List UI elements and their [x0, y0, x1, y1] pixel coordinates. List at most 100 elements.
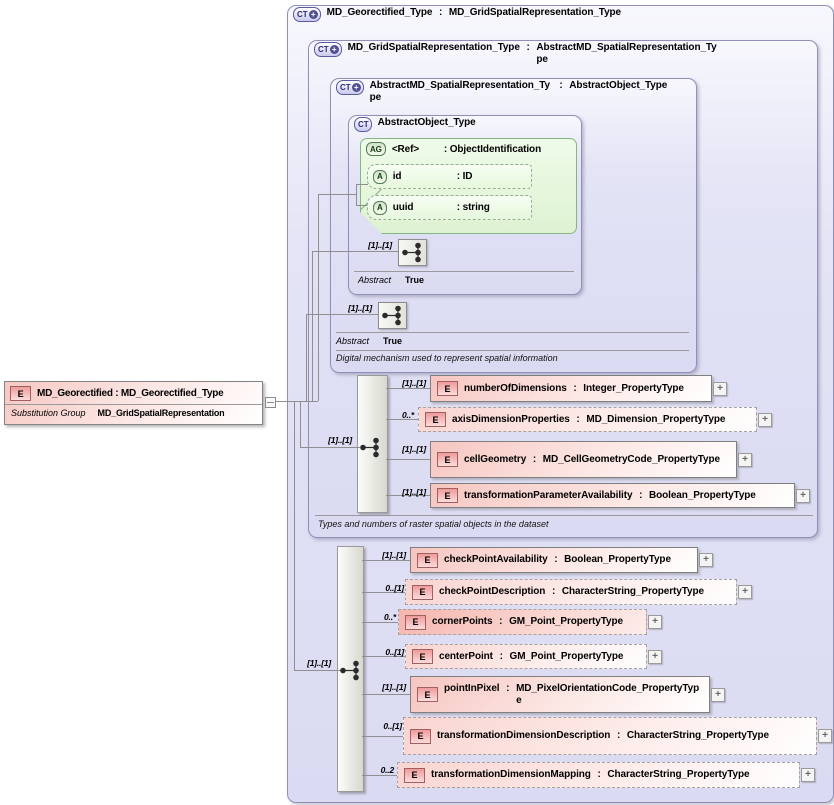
expand-button[interactable]: +: [818, 729, 832, 743]
sequence-icon[interactable]: [359, 436, 384, 464]
occurrence-label: 0..*: [402, 410, 414, 420]
header-abstractobject-type[interactable]: CT AbstractObject_Type: [354, 117, 476, 132]
expand-button[interactable]: +: [796, 488, 810, 503]
attribute-group-icon: AG: [366, 142, 386, 156]
element-icon: E: [437, 488, 458, 503]
connector-line: [318, 194, 356, 195]
occurrence-label: 0..[1]: [385, 647, 404, 657]
expand-button[interactable]: +: [738, 585, 752, 599]
attribute-group-type: : ObjectIdentification: [443, 143, 542, 155]
expand-button[interactable]: +: [699, 553, 713, 567]
sequence-icon[interactable]: [398, 239, 427, 266]
connector-line: [300, 401, 301, 447]
header-md-georectified-type[interactable]: CT+ MD_Georectified_Type : MD_GridSpatia…: [293, 7, 621, 22]
expand-button[interactable]: +: [648, 649, 662, 664]
element-title: MD_Georectified : MD_Georectified_Type: [37, 388, 224, 399]
element-type: MD_CellGeometryCode_PropertyType: [542, 453, 720, 465]
element-type: Integer_PropertyType: [583, 382, 684, 394]
element-icon: E: [417, 687, 438, 702]
element-type: MD_PixelOrientationCode_PropertyType: [516, 682, 700, 706]
element-type: GM_Point_PropertyType: [509, 616, 623, 627]
expand-button[interactable]: +: [758, 412, 772, 427]
element-numberOfDimensions[interactable]: E numberOfDimensions : Integer_PropertyT…: [430, 375, 727, 402]
element-name: checkPointAvailability: [444, 554, 548, 565]
connector-line: [306, 314, 378, 315]
header-md-gridspatialrepresentation-type[interactable]: CT+ MD_GridSpatialRepresentation_Type : …: [314, 42, 719, 66]
element-type: Boolean_PropertyType: [564, 554, 671, 565]
header-abstractmd-spatialrepresentation-type[interactable]: CT+ AbstractMD_SpatialRepresentation_Typ…: [336, 80, 667, 104]
element-icon: E: [417, 552, 438, 568]
element-pointInPixel[interactable]: E pointInPixel : MD_PixelOrientationCode…: [410, 676, 725, 713]
element-type: CharacterString_PropertyType: [561, 586, 704, 597]
occurrence-label: [1]..[1]: [382, 550, 406, 560]
occurrence-label: [1]..[1]: [402, 487, 426, 497]
element-icon: E: [410, 728, 431, 744]
sequence-icon[interactable]: [339, 659, 364, 687]
attribute-icon: A: [373, 200, 387, 215]
element-icon: E: [425, 412, 446, 427]
connector-line: [294, 670, 341, 671]
annotation-text: Digital mechanism used to represent spat…: [336, 353, 558, 363]
element-type: Boolean_PropertyType: [649, 489, 756, 501]
element-md-georectified[interactable]: E MD_Georectified : MD_Georectified_Type…: [4, 381, 263, 425]
attribute-group-header[interactable]: AG <Ref> : ObjectIdentification: [366, 142, 541, 156]
base-type-name: AbstractMD_SpatialRepresentation_Type: [536, 42, 717, 65]
element-icon: E: [10, 386, 31, 401]
complextype-icon: CT: [354, 117, 372, 132]
element-transformationDimensionMapping[interactable]: E transformationDimensionMapping : Chara…: [397, 762, 815, 788]
element-type: CharacterString_PropertyType: [626, 730, 769, 741]
sequence-icon[interactable]: [378, 302, 407, 329]
connector-line: [362, 694, 410, 695]
attribute-icon: A: [373, 169, 387, 184]
attribute-name: id: [392, 171, 402, 182]
attribute-name: uuid: [392, 202, 414, 213]
occurrence-label: [1]..[1]: [328, 435, 352, 445]
expand-button[interactable]: +: [648, 615, 662, 629]
element-cellGeometry[interactable]: E cellGeometry : MD_CellGeometryCode_Pro…: [430, 441, 752, 478]
connector-line: [362, 736, 403, 737]
element-name: centerPoint: [439, 650, 493, 662]
occurrence-label: [1]..[1]: [402, 444, 426, 454]
facet-separator: [315, 515, 813, 516]
element-name: transformationDimensionDescription: [437, 730, 611, 741]
facet-separator: [354, 271, 574, 272]
connector-line: [356, 184, 368, 185]
element-axisDimensionProperties[interactable]: E axisDimensionProperties : MD_Dimension…: [418, 407, 772, 432]
type-name: MD_Georectified_Type: [326, 7, 433, 18]
element-icon: E: [437, 381, 458, 396]
facet-separator: [336, 332, 689, 333]
element-cornerPoints[interactable]: E cornerPoints : GM_Point_PropertyType +: [398, 609, 662, 635]
plus-circle-icon: +: [351, 83, 361, 92]
element-checkPointAvailability[interactable]: E checkPointAvailability : Boolean_Prope…: [410, 547, 713, 573]
expand-button[interactable]: +: [801, 768, 815, 782]
occurrence-label: 0..[1]: [383, 721, 402, 731]
element-name: axisDimensionProperties: [452, 413, 570, 425]
element-name: pointInPixel: [444, 682, 500, 694]
attribute-type: : ID: [456, 171, 473, 182]
element-icon: E: [405, 614, 426, 630]
element-checkPointDescription[interactable]: E checkPointDescription : CharacterStrin…: [405, 579, 752, 605]
type-name: AbstractObject_Type: [377, 117, 476, 128]
occurrence-label: [1]..[1]: [382, 682, 406, 692]
element-transformationParameterAvailability[interactable]: E transformationParameterAvailability : …: [430, 483, 810, 508]
connector-line: [356, 184, 357, 206]
connector-line: [362, 775, 397, 776]
abstract-facet: Abstract True: [358, 275, 425, 285]
expand-button[interactable]: +: [738, 452, 752, 467]
attribute-group-name: <Ref>: [391, 143, 420, 155]
connector-line: [312, 251, 313, 401]
element-icon: E: [412, 584, 433, 600]
attribute-uuid[interactable]: A uuid : string: [367, 195, 532, 220]
expand-button[interactable]: +: [711, 687, 725, 702]
occurrence-label: 0..[1]: [385, 583, 404, 593]
connection-handle[interactable]: [265, 397, 276, 408]
connector-line: [312, 251, 398, 252]
element-name: checkPointDescription: [439, 586, 546, 597]
element-centerPoint[interactable]: E centerPoint : GM_Point_PropertyType +: [405, 644, 662, 669]
element-transformationDimensionDescription[interactable]: E transformationDimensionDescription : C…: [403, 717, 832, 755]
occurrence-label: [1]..[1]: [348, 303, 372, 313]
attribute-id[interactable]: A id : ID: [367, 164, 532, 189]
sequence-bar-grid[interactable]: [357, 375, 388, 513]
expand-button[interactable]: +: [713, 381, 727, 396]
